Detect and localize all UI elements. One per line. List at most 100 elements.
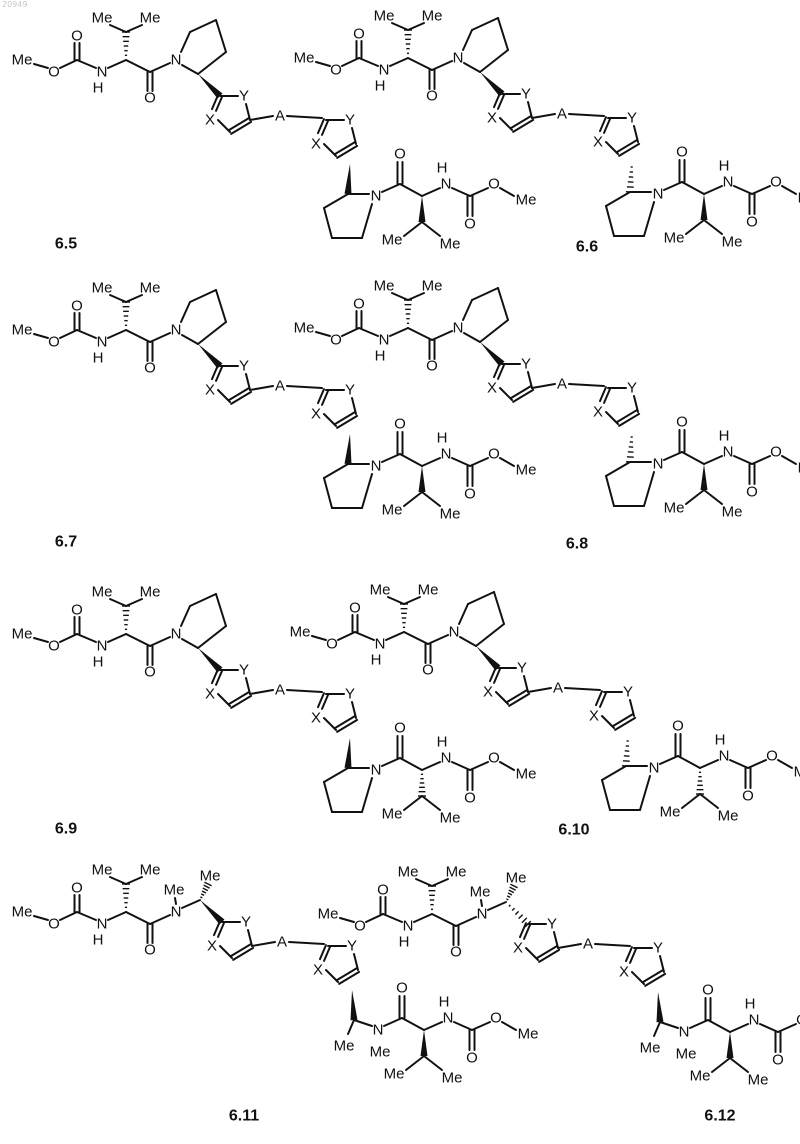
- bond: [252, 942, 275, 946]
- amide-h-label: H: [93, 350, 104, 367]
- methoxy-me-label: Me: [518, 1026, 539, 1043]
- carbamate-n-label: N: [723, 174, 734, 191]
- bond: [218, 120, 230, 132]
- ring-y-label: Y: [345, 112, 355, 129]
- bond: [355, 632, 374, 640]
- ester-oxygen-label: O: [48, 64, 60, 81]
- ring-y-label: Y: [547, 916, 557, 933]
- carbamate-oxygen-label: O: [746, 484, 758, 501]
- bond: [198, 322, 226, 344]
- isopropyl-me-label: Me: [140, 862, 161, 879]
- bond: [324, 414, 336, 426]
- bond: [60, 634, 77, 642]
- isopropyl-me-label: Me: [442, 1070, 463, 1087]
- carbamate-n-label: N: [97, 916, 108, 933]
- bond: [526, 948, 538, 960]
- compound-c612: MeOONHMeMeONMeMeYXAYXMeMeNOMeMeNHOOMe6.1…: [318, 864, 800, 1125]
- ester-oxygen-label: O: [770, 174, 782, 191]
- amide-h-label: H: [745, 996, 756, 1013]
- hash-bond: [506, 899, 508, 900]
- bond: [606, 192, 630, 206]
- bond: [182, 335, 198, 344]
- amide-n-label: N: [449, 624, 460, 641]
- bond: [198, 52, 226, 74]
- bond: [463, 300, 472, 320]
- compound-label: 6.11: [229, 1108, 259, 1125]
- bond: [498, 288, 508, 320]
- isopropyl-me-label: Me: [664, 500, 685, 517]
- ester-oxygen-label: O: [766, 748, 778, 765]
- isopropyl-me-label: Me: [92, 280, 113, 297]
- bond: [382, 184, 400, 192]
- ester-oxygen-label: O: [490, 1010, 502, 1027]
- bond: [464, 333, 480, 342]
- carbamate-oxygen-label: O: [746, 214, 758, 231]
- bond: [384, 1018, 402, 1026]
- hash-bond: [507, 896, 510, 897]
- bond: [782, 186, 796, 194]
- carbamate-oxygen-label: O: [353, 26, 365, 43]
- bond: [700, 794, 718, 808]
- isopropyl-me-label: Me: [140, 10, 161, 27]
- ring-x-label: X: [205, 382, 215, 399]
- bond: [422, 458, 440, 466]
- bond: [565, 688, 600, 690]
- bond: [402, 1018, 424, 1030]
- bond: [472, 1022, 490, 1030]
- bond: [432, 61, 452, 70]
- compound-label: 6.12: [704, 1108, 735, 1125]
- ring-y-label: Y: [239, 88, 249, 105]
- bond: [34, 916, 48, 920]
- bond: [606, 462, 630, 476]
- bond: [340, 918, 354, 922]
- ring-x-label: X: [311, 406, 321, 423]
- bond: [382, 454, 400, 462]
- methoxy-me-label: Me: [318, 906, 339, 923]
- methoxy-me-label: Me: [290, 624, 311, 641]
- bond: [498, 18, 508, 50]
- isopropyl-me-label: Me: [664, 230, 685, 247]
- linker-a-label: A: [557, 376, 567, 393]
- wedge-bond: [701, 464, 708, 490]
- bond: [606, 476, 614, 506]
- n-methyl-label: Me: [370, 1044, 391, 1061]
- bond: [181, 32, 190, 52]
- bond: [150, 915, 170, 924]
- isopropyl-me-label: Me: [440, 236, 461, 253]
- bond: [190, 594, 216, 606]
- bond: [734, 186, 752, 194]
- ester-oxygen-label: O: [796, 1012, 800, 1029]
- linker-a-label: A: [583, 936, 593, 953]
- n-methyl-label: Me: [164, 882, 185, 899]
- wedge-bond: [345, 434, 352, 464]
- bond: [150, 637, 170, 646]
- bond: [602, 766, 626, 780]
- methoxy-me-label: Me: [294, 320, 315, 337]
- isopropyl-me-label: Me: [398, 864, 419, 881]
- methoxy-me-label: Me: [516, 766, 537, 783]
- bond: [408, 328, 432, 340]
- bond: [500, 762, 514, 770]
- bond: [218, 390, 230, 402]
- bond: [470, 188, 488, 196]
- amide-oxygen-label: O: [672, 718, 684, 735]
- carbamate-n-label: N: [379, 62, 390, 79]
- carbamate-oxygen-label: O: [742, 788, 754, 805]
- carbamate-oxygen-label: O: [349, 600, 361, 617]
- bond: [700, 760, 718, 768]
- carbamate-oxygen-label: O: [466, 1050, 478, 1067]
- bond: [454, 1022, 472, 1030]
- bond: [362, 778, 372, 812]
- amide-oxygen-label: O: [676, 144, 688, 161]
- amide-oxygen-label: O: [426, 88, 438, 105]
- amide-n-label: N: [171, 322, 182, 339]
- methoxy-me-label: Me: [12, 52, 33, 69]
- bond: [704, 456, 722, 464]
- methoxy-me-label: Me: [12, 626, 33, 643]
- alpha-methyl-label: Me: [334, 1038, 355, 1055]
- hash-bond: [519, 915, 523, 919]
- isopropyl-me-label: Me: [384, 1066, 405, 1083]
- amide-h-label: H: [371, 652, 382, 669]
- carbamate-oxygen-label: O: [353, 296, 365, 313]
- carbamate-oxygen-label: O: [71, 602, 83, 619]
